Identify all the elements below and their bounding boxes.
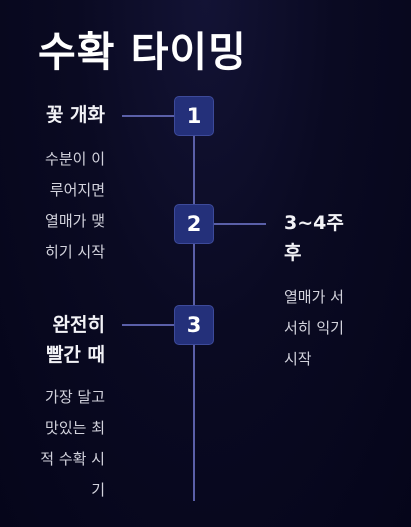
- stage-1-heading: 꽃 개화: [46, 100, 105, 130]
- stage-1-description-line: 히기 시작: [45, 243, 105, 261]
- page-title: 수확 타이밍: [38, 28, 247, 76]
- stage-2-heading-line: 후: [284, 242, 302, 264]
- stage-1-description-line: 수분이 이: [45, 150, 105, 168]
- stage-2-description-line: 시작: [284, 350, 312, 368]
- connector-1: [122, 115, 174, 117]
- stage-3-description-line: 가장 달고: [45, 388, 105, 406]
- stage-1-number: 1: [174, 96, 214, 136]
- connector-2: [214, 223, 266, 225]
- stage-3-heading-line: 완전히: [52, 314, 105, 336]
- stage-3-heading-line: 빨간 때: [45, 344, 105, 366]
- stage-2-description-line: 열매가 서: [284, 288, 344, 306]
- stage-2-description-line: 서히 익기: [284, 319, 344, 337]
- stage-3-description-line: 맛있는 최: [45, 419, 105, 437]
- connector-3: [122, 324, 174, 326]
- stage-3-number: 3: [174, 305, 214, 345]
- stage-2-heading-line: 3~4주: [284, 212, 344, 234]
- stage-1-description-line: 루어지면: [49, 181, 105, 199]
- stage-2-number: 2: [174, 204, 214, 244]
- stage-2-description: 열매가 서 서히 익기 시작: [284, 282, 344, 375]
- stage-2-heading: 3~4주 후: [284, 208, 344, 268]
- stage-1-description: 수분이 이 루어지면 열매가 맺 히기 시작: [45, 144, 105, 268]
- stage-3-description-line: 기: [91, 481, 105, 499]
- stage-3-description: 가장 달고 맛있는 최 적 수확 시 기: [40, 382, 105, 506]
- stage-1-heading-line: 꽃 개화: [45, 104, 105, 126]
- stage-1-description-line: 열매가 맺: [45, 212, 105, 230]
- stage-3-heading: 완전히 빨간 때: [46, 310, 105, 370]
- stage-3-description-line: 적 수확 시: [40, 450, 105, 468]
